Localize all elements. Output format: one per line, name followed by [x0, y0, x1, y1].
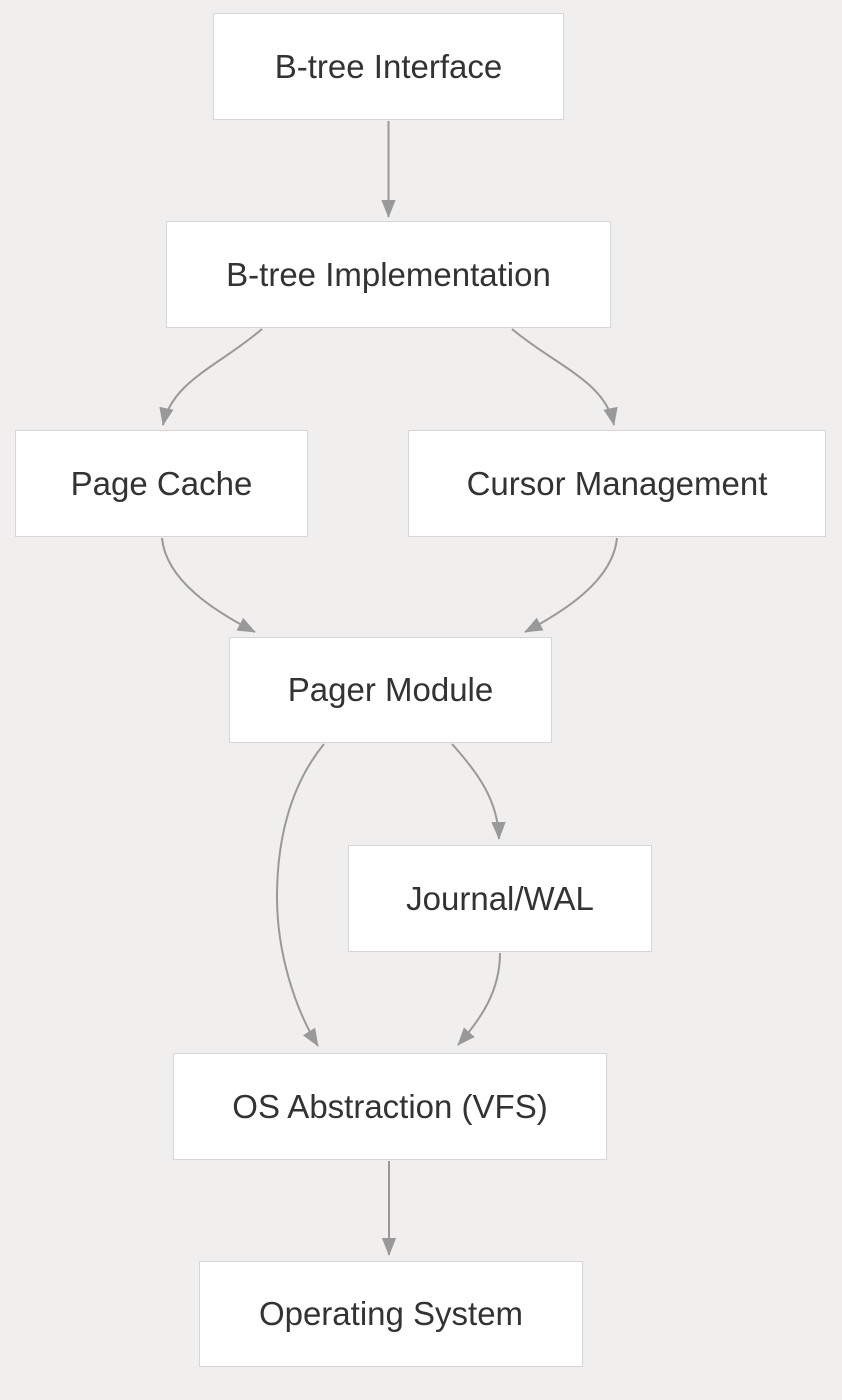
edge-pager-module-to-os-abstraction	[275, 743, 325, 1047]
node-label-cursor-management: Cursor Management	[466, 464, 768, 502]
node-btree-interface: B-tree Interface	[213, 13, 564, 120]
node-label-os-abstraction: OS Abstraction (VFS)	[232, 1087, 548, 1125]
node-label-pager-module: Pager Module	[287, 671, 494, 709]
node-page-cache: Page Cache	[15, 430, 308, 537]
node-label-btree-interface: B-tree Interface	[274, 47, 503, 85]
edge-cursor-management-to-pager-module	[524, 537, 618, 633]
edge-journal-wal-to-os-abstraction	[457, 952, 501, 1046]
node-operating-system: Operating System	[199, 1261, 583, 1367]
edge-btree-implementation-to-page-cache	[159, 328, 263, 426]
edge-btree-implementation-to-cursor-management	[511, 328, 618, 426]
node-label-btree-implementation: B-tree Implementation	[226, 255, 551, 293]
node-label-operating-system: Operating System	[258, 1295, 524, 1333]
node-os-abstraction: OS Abstraction (VFS)	[173, 1053, 607, 1160]
node-journal-wal: Journal/WAL	[348, 845, 652, 952]
node-label-journal-wal: Journal/WAL	[406, 879, 594, 917]
edge-pager-module-to-journal-wal	[451, 743, 506, 840]
node-pager-module: Pager Module	[229, 637, 552, 743]
node-label-page-cache: Page Cache	[70, 464, 253, 502]
node-btree-implementation: B-tree Implementation	[166, 221, 611, 328]
node-cursor-management: Cursor Management	[408, 430, 826, 537]
edge-page-cache-to-pager-module	[161, 537, 256, 633]
